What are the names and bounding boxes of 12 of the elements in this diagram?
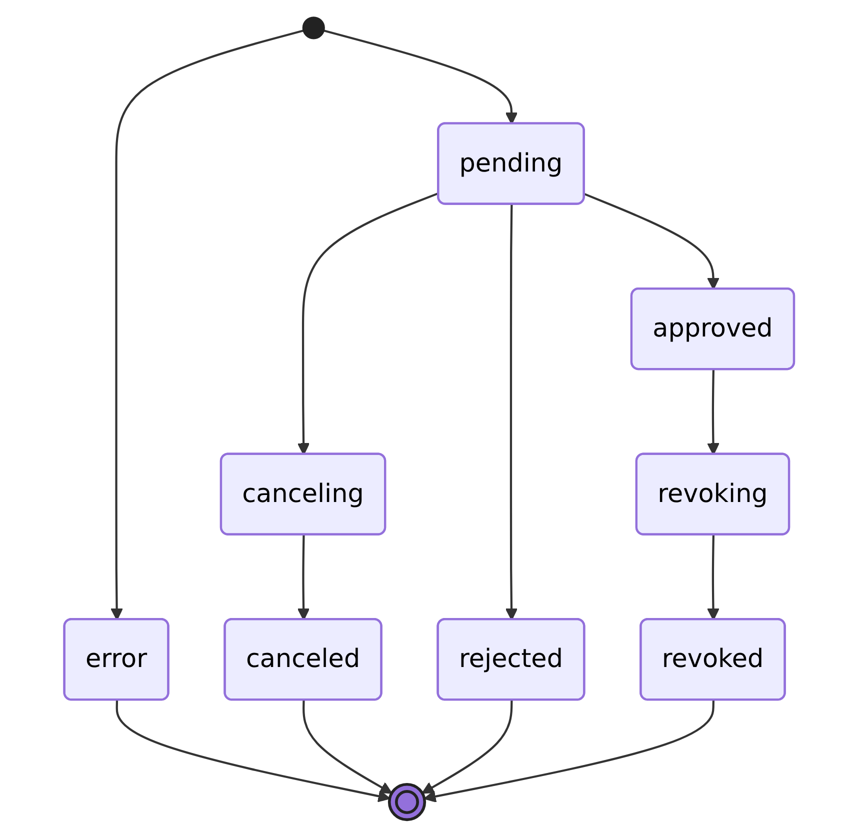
arrow <box>298 535 310 620</box>
arrow <box>506 204 518 620</box>
arrow <box>424 700 715 803</box>
arrow <box>707 535 720 620</box>
arrow <box>116 700 391 802</box>
arrow <box>584 193 720 290</box>
state-diagram: pending approved canceling revoking error canceled rejected revoked <box>53 6 806 831</box>
arrow <box>302 700 393 794</box>
arrow <box>422 700 514 794</box>
node-circle <box>388 782 426 822</box>
arrow <box>110 30 304 620</box>
node-circle <box>302 16 326 40</box>
